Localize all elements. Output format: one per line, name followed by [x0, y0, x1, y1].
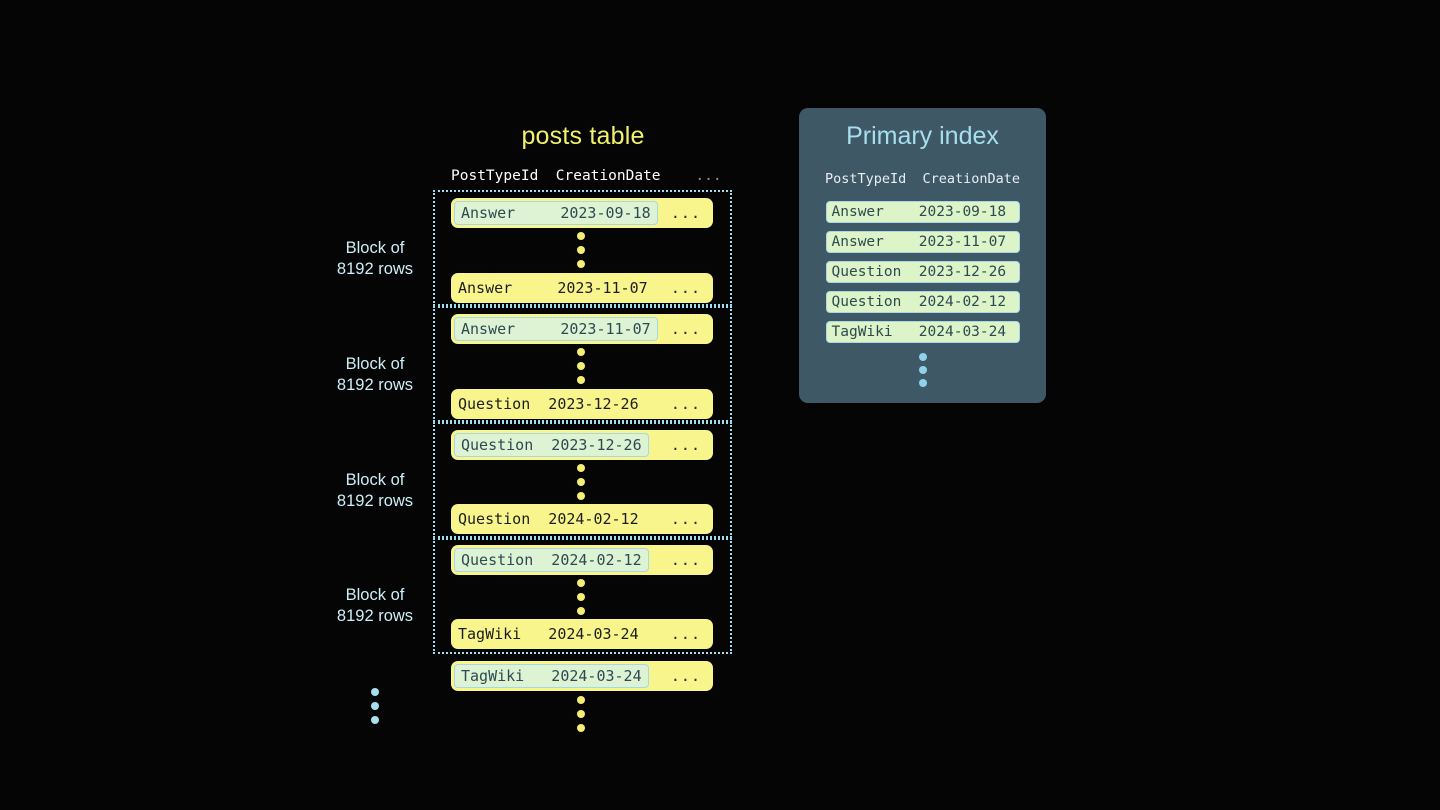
row-cells: Answer 2023-11-07 — [454, 317, 658, 341]
primary-index-ellipsis — [799, 353, 1046, 387]
block-label-4-line2: 8192 rows — [336, 607, 414, 625]
block-label-1: Block of 8192 rows — [300, 238, 450, 280]
table-row[interactable]: Question 2023-12-26 ... — [451, 389, 713, 419]
index-row[interactable]: Question 2024-02-12 — [825, 291, 1020, 313]
block-label-1-line1: Block of — [345, 239, 405, 257]
posts-header-ellipsis: ... — [660, 168, 722, 184]
table-row[interactable]: Question 2024-02-12 ... — [451, 504, 713, 534]
row-gap-ellipsis — [576, 348, 586, 384]
block-label-3-line1: Block of — [345, 471, 405, 489]
row-ellipsis: ... — [670, 551, 701, 569]
row-ellipsis: ... — [670, 320, 701, 338]
row-cells: Question 2024-02-12 — [458, 510, 639, 528]
row-ellipsis: ... — [670, 667, 701, 685]
row-cells: Answer 2023-11-07 — [458, 279, 648, 297]
block-label-2-line1: Block of — [345, 355, 405, 373]
row-ellipsis: ... — [670, 436, 701, 454]
block-label-2: Block of 8192 rows — [300, 354, 450, 396]
row-gap-ellipsis — [576, 464, 586, 500]
table-row[interactable]: TagWiki 2024-03-24 ... — [451, 619, 713, 649]
table-tail-ellipsis — [576, 696, 586, 732]
index-row[interactable]: Question 2023-12-26 — [825, 261, 1020, 283]
row-cells: Question 2023-12-26 — [458, 395, 639, 413]
primary-index-panel: Primary index PostTypeId CreationDate An… — [799, 108, 1046, 403]
table-row[interactable]: TagWiki 2024-03-24 ... — [451, 661, 713, 691]
row-cells: TagWiki 2024-03-24 — [454, 664, 649, 688]
block-label-3-line2: 8192 rows — [336, 492, 414, 510]
row-ellipsis: ... — [670, 279, 701, 297]
table-row[interactable]: Question 2024-02-12 ... — [451, 545, 713, 575]
row-cells: Question 2023-12-26 — [454, 433, 649, 457]
table-row[interactable]: Answer 2023-11-07 ... — [451, 314, 713, 344]
block-label-4: Block of 8192 rows — [300, 585, 450, 627]
row-cells: Answer 2023-09-18 — [454, 201, 658, 225]
primary-index-rows: Answer 2023-09-18 Answer 2023-11-07 Ques… — [799, 201, 1046, 343]
index-row[interactable]: Answer 2023-09-18 — [825, 201, 1020, 223]
table-row[interactable]: Answer 2023-11-07 ... — [451, 273, 713, 303]
primary-index-title: Primary index — [846, 122, 999, 150]
row-ellipsis: ... — [670, 204, 701, 222]
row-ellipsis: ... — [670, 625, 701, 643]
block-label-4-line1: Block of — [345, 586, 405, 604]
row-ellipsis: ... — [670, 510, 701, 528]
primary-index-column-headers: PostTypeId CreationDate — [824, 171, 1021, 187]
row-cells: Question 2024-02-12 — [454, 548, 649, 572]
posts-table-title: posts table — [521, 122, 645, 150]
index-row[interactable]: Answer 2023-11-07 — [825, 231, 1020, 253]
row-gap-ellipsis — [576, 232, 586, 268]
block-label-2-line2: 8192 rows — [336, 376, 414, 394]
table-row[interactable]: Answer 2023-09-18 ... — [451, 198, 713, 228]
posts-table-column-headers: PostTypeId CreationDate ... — [451, 168, 722, 184]
block-label-3: Block of 8192 rows — [300, 470, 450, 512]
row-cells: TagWiki 2024-03-24 — [458, 625, 639, 643]
block-tail-ellipsis — [371, 688, 379, 724]
row-gap-ellipsis — [576, 579, 586, 615]
index-row[interactable]: TagWiki 2024-03-24 — [825, 321, 1020, 343]
row-ellipsis: ... — [670, 395, 701, 413]
posts-header-text: PostTypeId CreationDate — [451, 168, 661, 184]
block-label-1-line2: 8192 rows — [336, 260, 414, 278]
table-row[interactable]: Question 2023-12-26 ... — [451, 430, 713, 460]
